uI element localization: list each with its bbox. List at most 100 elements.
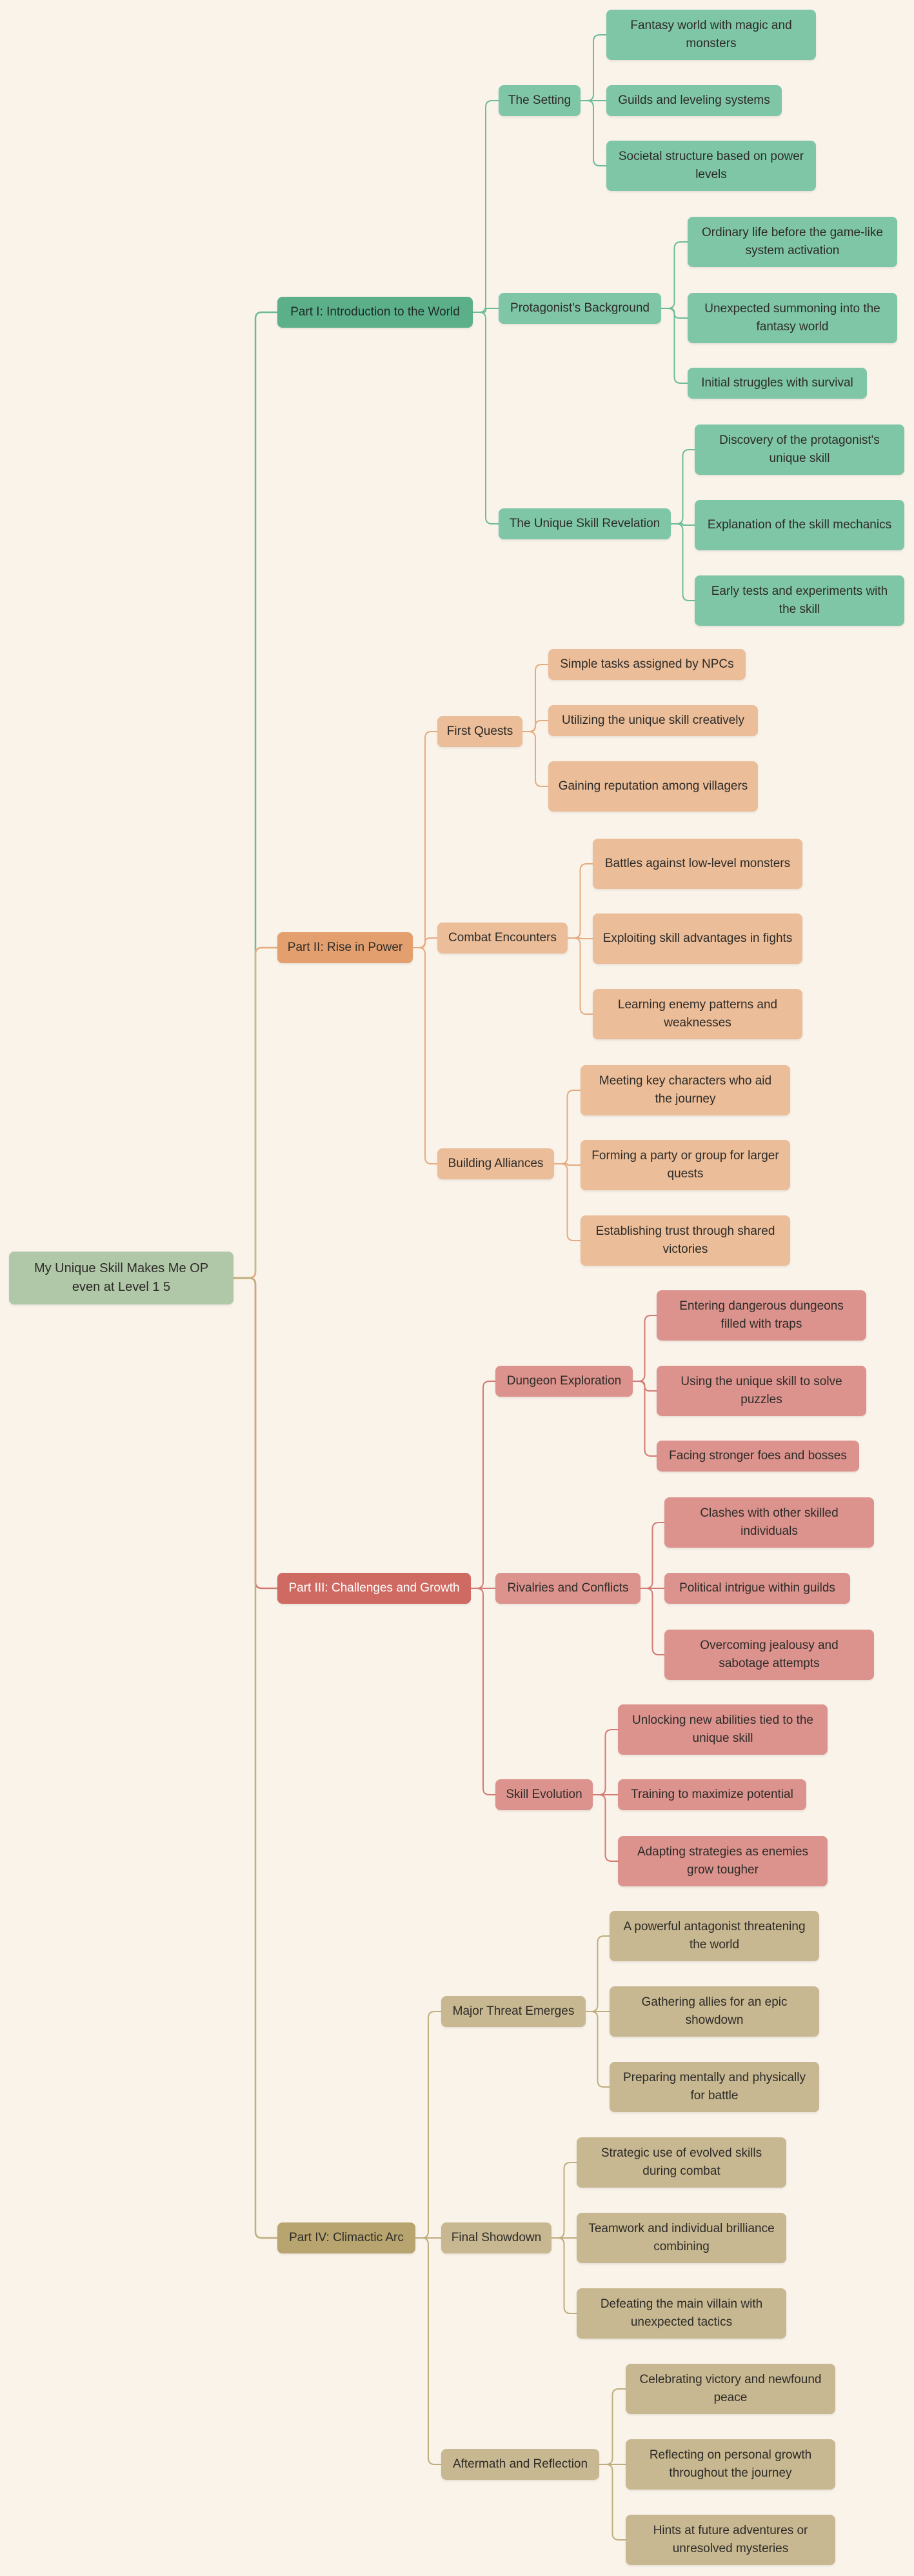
leaf-label: Utilizing the unique skill creatively xyxy=(561,714,744,728)
connector-line xyxy=(568,937,593,1015)
connector-line xyxy=(633,1381,657,1457)
leaf-label: Establishing trust through shared victor… xyxy=(595,1224,775,1256)
leaf-node[interactable]: Strategic use of evolved skills during c… xyxy=(577,2137,786,2188)
leaf-node[interactable]: Simple tasks assigned by NPCs xyxy=(548,649,746,680)
part-3-topic-rivalries[interactable]: Rivalries and Conflicts xyxy=(495,1573,641,1604)
leaf-node[interactable]: Hints at future adventures or unresolved… xyxy=(626,2515,835,2565)
leaf-node[interactable]: Early tests and experiments with the ski… xyxy=(695,575,904,626)
part-3-topic-skill-evolution[interactable]: Skill Evolution xyxy=(495,1779,593,1810)
leaf-node[interactable]: Teamwork and individual brilliance combi… xyxy=(577,2213,786,2263)
connector-line xyxy=(593,1729,618,1795)
leaf-node[interactable]: Celebrating victory and newfound peace xyxy=(626,2364,835,2414)
leaf-node[interactable]: Initial struggles with survival xyxy=(688,368,867,399)
leaf-label: Fantasy world with magic and monsters xyxy=(630,19,792,50)
leaf-node[interactable]: Unexpected summoning into the fantasy wo… xyxy=(688,293,897,343)
connector-line xyxy=(641,1522,664,1589)
leaf-node[interactable]: Utilizing the unique skill creatively xyxy=(548,705,758,736)
leaf-label: Facing stronger foes and bosses xyxy=(669,1449,847,1463)
leaf-node[interactable]: Overcoming jealousy and sabotage attempt… xyxy=(664,1630,874,1680)
leaf-node[interactable]: Clashes with other skilled individuals xyxy=(664,1497,874,1548)
leaf-node[interactable]: Gathering allies for an epic showdown xyxy=(610,1986,819,2037)
topic-label: Building Alliances xyxy=(448,1157,544,1171)
leaf-label: A powerful antagonist threatening the wo… xyxy=(623,1920,806,1952)
part-1-topic-background[interactable]: Protagonist's Background xyxy=(499,293,661,324)
part-3-label: Part III: Challenges and Growth xyxy=(288,1581,460,1595)
leaf-node[interactable]: Ordinary life before the game-like syste… xyxy=(688,217,897,267)
connector-line xyxy=(554,1163,581,1166)
part-4-node[interactable]: Part IV: Climactic Arc xyxy=(277,2222,415,2253)
leaf-label: Gaining reputation among villagers xyxy=(558,779,748,794)
leaf-node[interactable]: Gaining reputation among villagers xyxy=(548,761,758,812)
leaf-label: Defeating the main villain with unexpect… xyxy=(600,2297,763,2329)
leaf-label: Reflecting on personal growth throughout… xyxy=(649,2448,812,2480)
root-node[interactable]: My Unique Skill Makes Me OP even at Leve… xyxy=(9,1252,233,1304)
leaf-node[interactable]: Societal structure based on power levels xyxy=(606,141,816,191)
leaf-node[interactable]: Defeating the main villain with unexpect… xyxy=(577,2288,786,2339)
leaf-node[interactable]: Unlocking new abilities tied to the uniq… xyxy=(618,1704,828,1755)
part-2-topic-alliances[interactable]: Building Alliances xyxy=(437,1148,554,1179)
part-2-node[interactable]: Part II: Rise in Power xyxy=(277,932,413,963)
part-4-topic-aftermath[interactable]: Aftermath and Reflection xyxy=(441,2449,599,2480)
leaf-node[interactable]: Reflecting on personal growth throughout… xyxy=(626,2439,835,2490)
leaf-node[interactable]: Political intrigue within guilds xyxy=(664,1573,850,1604)
connector-line xyxy=(593,1794,618,1862)
leaf-node[interactable]: Guilds and leveling systems xyxy=(606,85,782,116)
leaf-node[interactable]: Training to maximize potential xyxy=(618,1779,806,1810)
leaf-label: Strategic use of evolved skills during c… xyxy=(601,2146,762,2178)
leaf-label: Hints at future adventures or unresolved… xyxy=(653,2524,808,2555)
leaf-label: Societal structure based on power levels xyxy=(618,150,804,181)
part-4-topic-final-showdown[interactable]: Final Showdown xyxy=(441,2222,551,2253)
leaf-label: Training to maximize potential xyxy=(631,1788,793,1802)
leaf-label: Entering dangerous dungeons filled with … xyxy=(679,1299,844,1331)
leaf-label: Political intrigue within guilds xyxy=(679,1581,835,1595)
connector-line xyxy=(661,308,688,384)
connector-line xyxy=(415,2237,441,2465)
leaf-node[interactable]: Adapting strategies as enemies grow toug… xyxy=(618,1836,828,1886)
leaf-node[interactable]: Meeting key characters who aid the journ… xyxy=(581,1065,790,1115)
connector-line xyxy=(473,312,499,524)
connector-line xyxy=(471,1381,495,1589)
leaf-node[interactable]: Learning enemy patterns and weaknesses xyxy=(593,989,802,1039)
leaf-label: Using the unique skill to solve puzzles xyxy=(681,1375,842,1406)
leaf-node[interactable]: Forming a party or group for larger ques… xyxy=(581,1140,790,1190)
topic-label: Rivalries and Conflicts xyxy=(507,1581,629,1595)
part-4-topic-major-threat[interactable]: Major Threat Emerges xyxy=(441,1996,586,2027)
connector-line xyxy=(581,100,606,166)
part-1-node[interactable]: Part I: Introduction to the World xyxy=(277,297,473,328)
connector-line xyxy=(522,664,548,732)
connector-line xyxy=(471,1588,495,1795)
leaf-node[interactable]: Using the unique skill to solve puzzles xyxy=(657,1366,866,1416)
connector-line xyxy=(568,863,593,939)
part-3-node[interactable]: Part III: Challenges and Growth xyxy=(277,1573,471,1604)
part-3-topic-dungeon[interactable]: Dungeon Exploration xyxy=(495,1366,633,1397)
leaf-node[interactable]: Discovery of the protagonist's unique sk… xyxy=(695,424,904,475)
part-2-label: Part II: Rise in Power xyxy=(287,941,403,955)
part-1-topic-setting[interactable]: The Setting xyxy=(499,85,581,116)
connector-line xyxy=(551,2162,577,2239)
leaf-node[interactable]: Explanation of the skill mechanics xyxy=(695,500,904,550)
leaf-label: Unlocking new abilities tied to the uniq… xyxy=(632,1713,813,1745)
leaf-label: Overcoming jealousy and sabotage attempt… xyxy=(700,1639,839,1670)
leaf-node[interactable]: Establishing trust through shared victor… xyxy=(581,1215,790,1266)
part-2-topic-combat[interactable]: Combat Encounters xyxy=(437,923,568,954)
leaf-node[interactable]: Entering dangerous dungeons filled with … xyxy=(657,1290,866,1341)
leaf-label: Guilds and leveling systems xyxy=(618,94,770,108)
leaf-node[interactable]: Facing stronger foes and bosses xyxy=(657,1441,859,1472)
leaf-label: Forming a party or group for larger ques… xyxy=(591,1149,779,1181)
leaf-node[interactable]: A powerful antagonist threatening the wo… xyxy=(610,1911,819,1961)
connector-line xyxy=(554,1163,581,1241)
part-1-label: Part I: Introduction to the World xyxy=(290,305,460,319)
leaf-node[interactable]: Preparing mentally and physically for ba… xyxy=(610,2062,819,2112)
leaf-node[interactable]: Exploiting skill advantages in fights xyxy=(593,914,802,964)
part-1-topic-skill-revelation[interactable]: The Unique Skill Revelation xyxy=(499,508,671,539)
part-2-topic-first-quests[interactable]: First Quests xyxy=(437,716,522,747)
leaf-label: Early tests and experiments with the ski… xyxy=(711,584,888,616)
connector-line xyxy=(586,1935,610,2012)
topic-label: Dungeon Exploration xyxy=(506,1374,622,1388)
connector-line xyxy=(641,1588,664,1655)
leaf-node[interactable]: Battles against low-level monsters xyxy=(593,839,802,889)
leaf-node[interactable]: Fantasy world with magic and monsters xyxy=(606,10,816,60)
connector-line xyxy=(233,946,277,1279)
topic-label: The Setting xyxy=(508,94,571,108)
topic-label: Major Threat Emerges xyxy=(452,2004,575,2019)
